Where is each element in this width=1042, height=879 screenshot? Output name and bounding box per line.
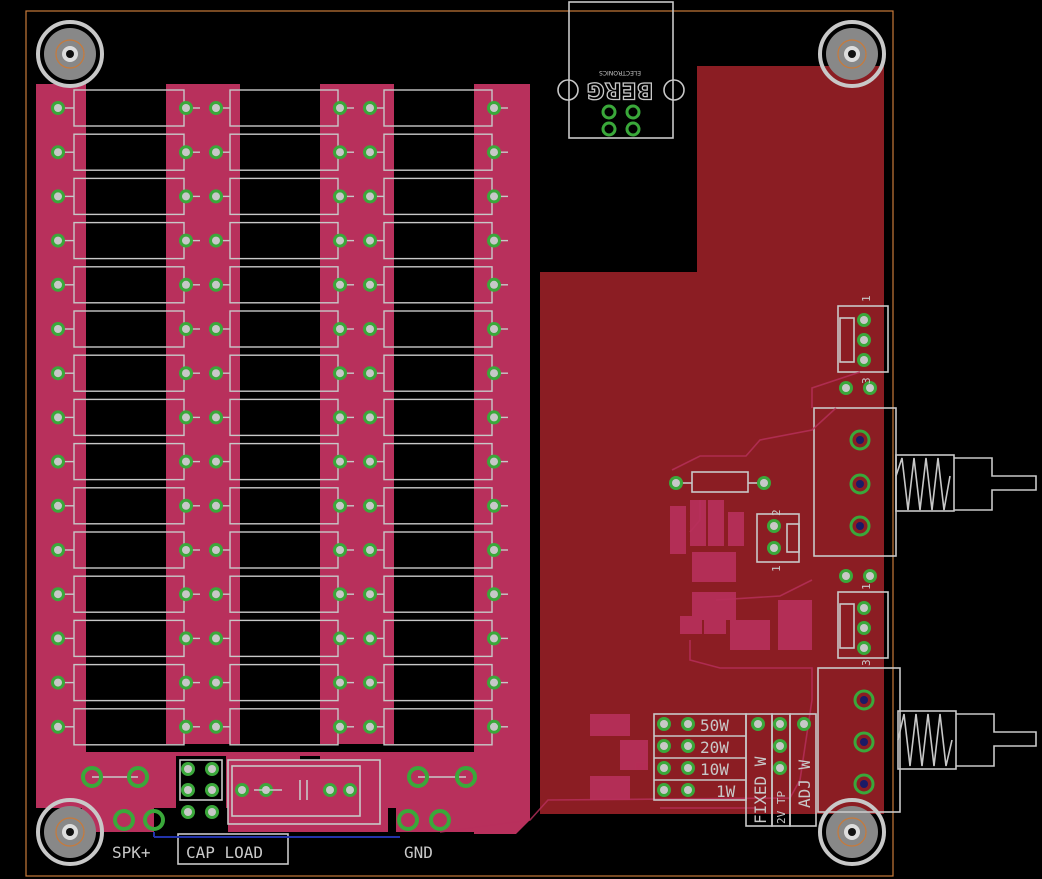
mounting-hole-icon bbox=[818, 798, 886, 866]
berg-electronics-text: ELECTRONICS bbox=[599, 69, 641, 76]
mounting-hole-icon bbox=[818, 20, 886, 88]
resistor-bank bbox=[51, 89, 508, 746]
spk-label: SPK+ bbox=[112, 843, 151, 862]
potentiometer-icon bbox=[813, 407, 1037, 813]
connector-icon bbox=[756, 305, 889, 659]
resistor-bank-pour bbox=[36, 84, 530, 834]
mounting-holes bbox=[36, 20, 886, 866]
cap-load-label: CAP LOAD bbox=[186, 843, 263, 862]
pin1-label-mid: 1 bbox=[770, 565, 783, 572]
label-50w: 50W bbox=[700, 716, 729, 735]
fixed-w-label: FIXED W bbox=[751, 756, 770, 824]
bottom-terminals bbox=[81, 759, 477, 865]
control-section bbox=[439, 305, 1037, 833]
capacitor-icon bbox=[227, 759, 381, 825]
ground-pour bbox=[540, 66, 884, 814]
pin2-label: 2 bbox=[770, 509, 783, 516]
adj-w-label: ADJ W bbox=[795, 759, 814, 808]
pin1-label-top: 1 bbox=[860, 295, 873, 302]
board-outline bbox=[25, 10, 894, 877]
label-10w: 10W bbox=[700, 760, 729, 779]
jumper-icon bbox=[653, 713, 817, 827]
mounting-hole-icon bbox=[36, 798, 104, 866]
berg-connector: BERG ELECTRONICS bbox=[557, 1, 685, 139]
label-1w: 1W bbox=[716, 782, 736, 801]
mounting-hole-icon bbox=[36, 20, 104, 88]
pin3-label-bottom: 3 bbox=[860, 659, 873, 666]
berg-logo-text: BERG bbox=[587, 77, 654, 102]
cap-load-box bbox=[177, 833, 289, 865]
gnd-label: GND bbox=[404, 843, 433, 862]
berg-logo: BERG ELECTRONICS bbox=[586, 69, 654, 103]
pin1-label-bottom: 1 bbox=[860, 583, 873, 590]
label-20w: 20W bbox=[700, 738, 729, 757]
smd-components bbox=[590, 500, 812, 800]
tp-label: 2V TP bbox=[775, 791, 788, 824]
pin3-label-top: 3 bbox=[860, 377, 873, 384]
